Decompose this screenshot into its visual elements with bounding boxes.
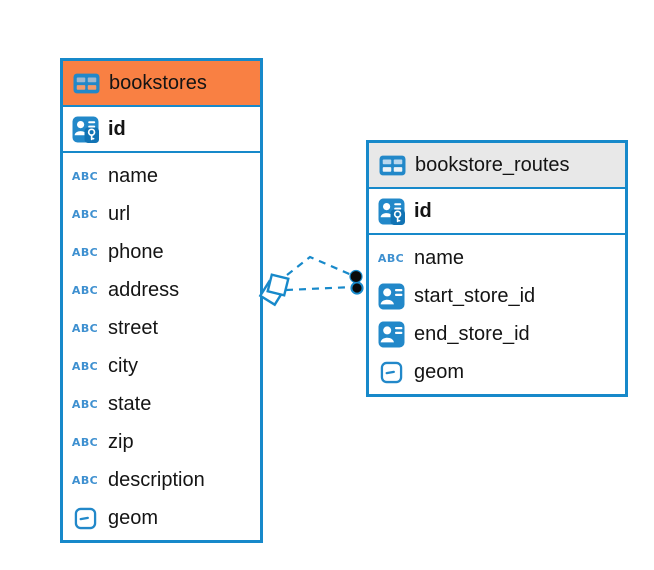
column-row-id[interactable]: id — [369, 189, 625, 235]
primary-key-icon — [71, 116, 99, 143]
relationship-line-end-store — [285, 285, 354, 292]
column-row-start-store-id[interactable]: start_store_id — [369, 277, 625, 315]
text-type-icon: ABC — [71, 207, 99, 221]
text-type-icon: ABC — [71, 245, 99, 259]
column-row-city[interactable]: ABC city — [63, 347, 260, 385]
column-row-phone[interactable]: ABC phone — [63, 233, 260, 271]
column-name: city — [108, 354, 138, 377]
column-name: geom — [414, 360, 465, 383]
text-type-icon: ABC — [71, 359, 99, 373]
text-type-icon: ABC — [71, 435, 99, 449]
diamond-connector-icon — [258, 273, 290, 307]
column-row-street[interactable]: ABC street — [63, 309, 260, 347]
column-name: description — [108, 468, 205, 491]
text-type-icon: ABC — [71, 283, 99, 297]
column-row-id[interactable]: id — [63, 107, 260, 153]
column-row-geom[interactable]: geom — [63, 499, 260, 537]
column-row-end-store-id[interactable]: end_store_id — [369, 315, 625, 353]
relationship-connector[interactable] — [250, 238, 380, 318]
column-name: start_store_id — [414, 284, 536, 307]
table-bookstore-routes[interactable]: bookstore_routes id ABC name start_store… — [366, 140, 628, 397]
column-name: address — [108, 278, 180, 301]
column-name: zip — [108, 430, 134, 453]
column-name: end_store_id — [414, 322, 530, 345]
table-bookstore-routes-header[interactable]: bookstore_routes — [369, 143, 625, 189]
column-name: state — [108, 392, 152, 415]
column-name: street — [108, 316, 159, 339]
column-name: url — [108, 202, 131, 225]
primary-key-icon — [377, 198, 405, 225]
text-type-icon: ABC — [71, 473, 99, 487]
text-type-icon: ABC — [71, 321, 99, 335]
table-bookstores-header[interactable]: bookstores — [63, 61, 260, 107]
column-row-name[interactable]: ABC name — [63, 157, 260, 195]
text-type-icon: ABC — [71, 169, 99, 183]
column-name: geom — [108, 506, 159, 529]
column-row-zip[interactable]: ABC zip — [63, 423, 260, 461]
table-icon — [378, 155, 406, 176]
table-name: bookstores — [109, 71, 207, 94]
column-list: ABC name ABC url ABC phone ABC address A… — [63, 153, 260, 540]
column-row-name[interactable]: ABC name — [369, 239, 625, 277]
dot-connector-icon — [349, 269, 364, 295]
column-row-address[interactable]: ABC address — [63, 271, 260, 309]
table-icon — [72, 73, 100, 94]
table-bookstores[interactable]: bookstores id ABC name ABC url ABC phone… — [60, 58, 263, 543]
text-type-icon: ABC — [377, 251, 405, 265]
column-row-url[interactable]: ABC url — [63, 195, 260, 233]
column-row-geom[interactable]: geom — [369, 353, 625, 391]
column-name: name — [108, 164, 159, 187]
reference-type-icon — [377, 321, 405, 348]
text-type-icon: ABC — [71, 397, 99, 411]
geometry-type-icon — [71, 507, 99, 530]
column-name: phone — [108, 240, 164, 263]
reference-type-icon — [377, 283, 405, 310]
column-name: id — [108, 117, 126, 140]
table-name: bookstore_routes — [415, 153, 570, 176]
geometry-type-icon — [377, 361, 405, 384]
column-list: ABC name start_store_id end_store_id ge — [369, 235, 625, 394]
column-name: name — [414, 246, 465, 269]
column-row-description[interactable]: ABC description — [63, 461, 260, 499]
relationship-line-start-store — [286, 255, 355, 278]
column-row-state[interactable]: ABC state — [63, 385, 260, 423]
column-name: id — [414, 199, 432, 222]
